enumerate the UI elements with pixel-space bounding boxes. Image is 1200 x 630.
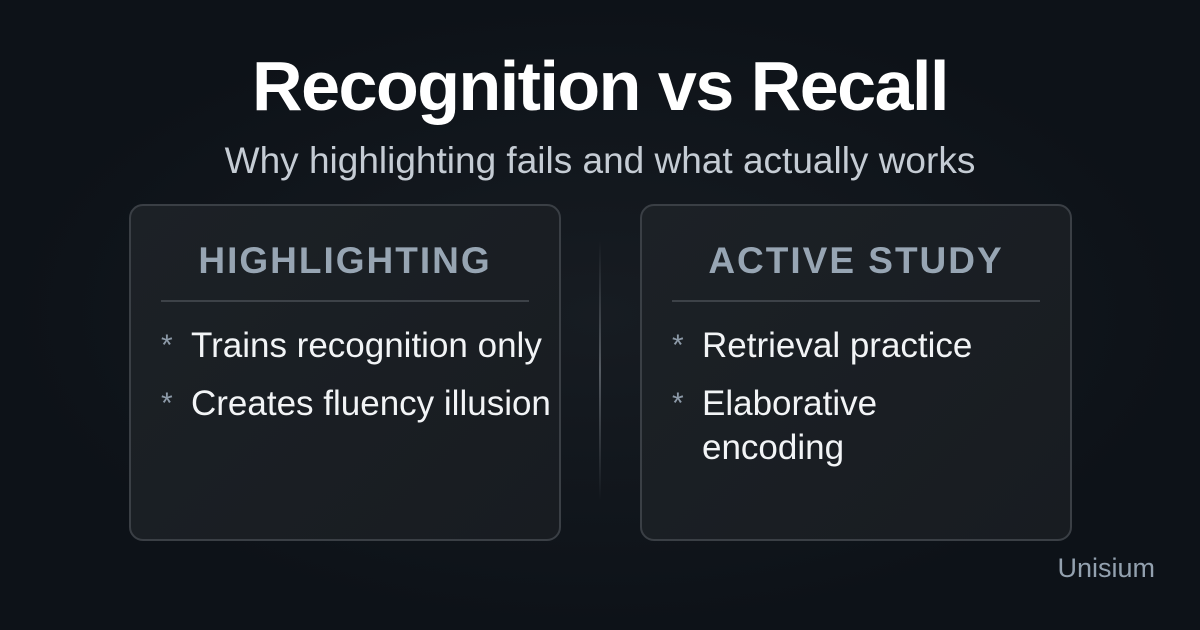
list-item: *Trains recognition only xyxy=(161,324,559,368)
active-study-card: ACTIVE STUDY *Retrieval practice *Elabor… xyxy=(640,204,1072,541)
highlighting-card: HIGHLIGHTING *Trains recognition only *C… xyxy=(129,204,561,541)
asterisk-icon: * xyxy=(161,329,173,362)
list-item: *Retrieval practice xyxy=(672,324,1070,368)
list-item: *Elaborative encoding xyxy=(672,382,1070,470)
asterisk-icon: * xyxy=(672,329,684,362)
asterisk-icon: * xyxy=(161,387,173,420)
page-title: Recognition vs Recall xyxy=(252,47,949,125)
center-divider xyxy=(599,240,601,500)
asterisk-icon: * xyxy=(672,387,684,420)
brand-logo-text: Unisium xyxy=(1057,553,1155,583)
divider-line xyxy=(161,300,529,302)
list-item: *Creates fluency illusion xyxy=(161,382,559,426)
card-heading: ACTIVE STUDY xyxy=(708,240,1004,281)
divider-line xyxy=(672,300,1040,302)
page-subtitle: Why highlighting fails and what actually… xyxy=(224,140,976,181)
card-heading: HIGHLIGHTING xyxy=(198,240,492,281)
